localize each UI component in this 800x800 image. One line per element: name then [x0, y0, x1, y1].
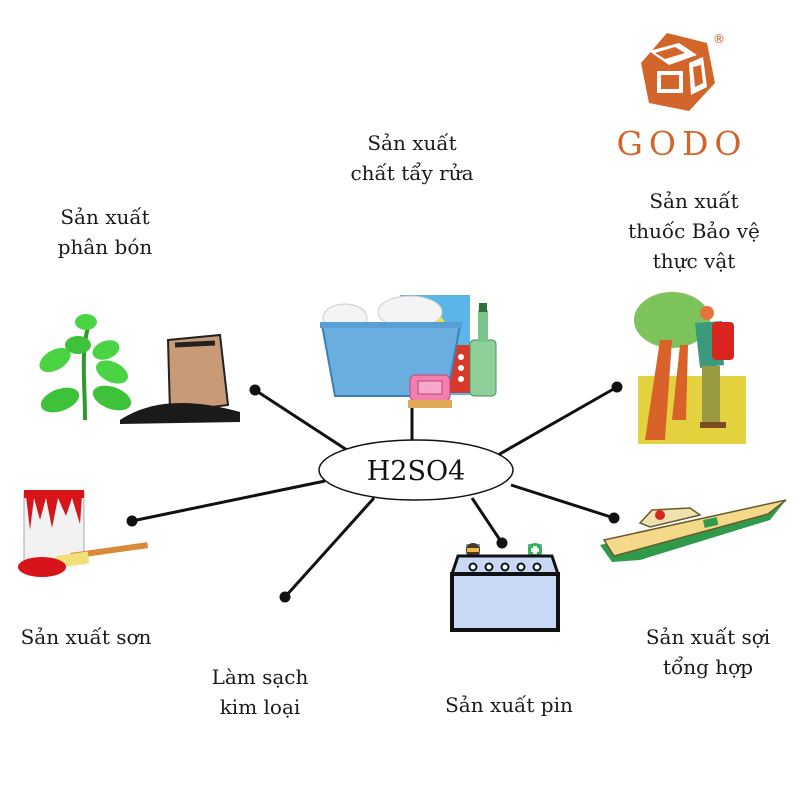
registered-mark: ® — [713, 32, 725, 46]
car-battery-icon — [449, 543, 561, 632]
label-metal-cleaning: Làm sạch kim loại — [211, 665, 309, 719]
connector-dot-fertilizer — [249, 384, 261, 396]
label-fertilizer: Sản xuất phân bón — [57, 205, 153, 259]
speedboat-icon — [600, 499, 787, 562]
connector-dot-pesticide — [611, 381, 623, 393]
connector-dot-metal-cleaning — [279, 591, 291, 603]
label-detergent: Sản xuất chất tẩy rửa — [350, 131, 474, 185]
label-paint: Sản xuất sơn — [20, 625, 152, 649]
connector-dot-battery — [496, 537, 508, 549]
connector-lines — [126, 381, 623, 603]
paint-can-brush-icon — [18, 490, 149, 577]
connector-dot-synthetic-fiber — [608, 512, 620, 524]
connector-paint — [131, 479, 326, 523]
label-pesticide: Sản xuất thuốc Bảo vệ thực vật — [628, 189, 760, 273]
connector-metal-cleaning — [283, 496, 376, 599]
label-battery: Sản xuất pin — [445, 693, 573, 717]
brand-name: GODO — [616, 124, 748, 163]
hub: H2SO4 — [318, 439, 514, 501]
connector-fertilizer — [254, 388, 351, 454]
godo-logo-icon — [641, 33, 715, 111]
label-synthetic-fiber: Sản xuất sợi tổng hợp — [645, 625, 771, 679]
connector-dot-paint — [126, 515, 138, 527]
connector-battery — [470, 497, 504, 544]
connector-synthetic-fiber — [510, 483, 615, 520]
hub-label: H2SO4 — [367, 456, 466, 487]
farmer-spraying-tree-icon — [634, 292, 746, 444]
hub-ellipse — [318, 439, 514, 501]
connector-pesticide — [497, 385, 618, 457]
plant-and-fertilizer-sack-icon — [39, 314, 240, 424]
washing-basin-detergent-icon — [320, 295, 497, 408]
